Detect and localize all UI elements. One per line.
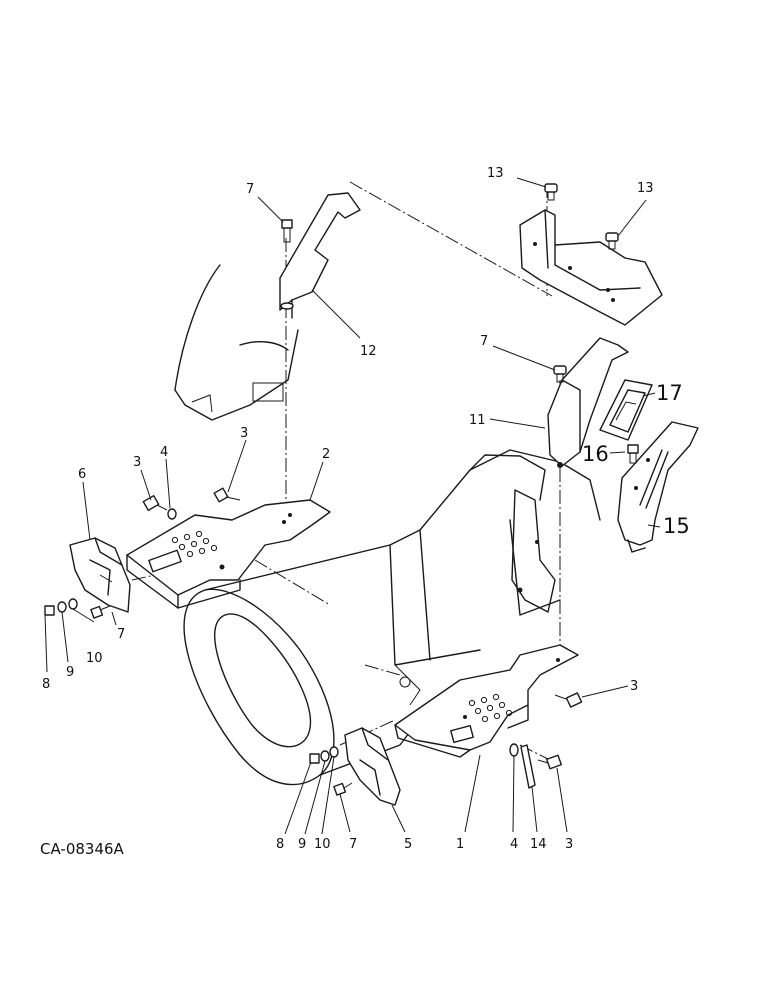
fender-silhouette: [174, 264, 299, 421]
plate-1-holes: [468, 693, 513, 723]
transmission-housing: [183, 449, 601, 786]
bracket-11: [547, 337, 629, 468]
shield-6: [69, 537, 131, 613]
callout-9-bottom: 9: [298, 837, 306, 852]
bolt-16: [627, 444, 639, 464]
callout-8-left: 8: [42, 677, 50, 692]
bracket-13: [519, 209, 663, 326]
plate-2-holes: [171, 530, 218, 558]
callout-3-b: 3: [133, 455, 141, 470]
bracket-15: [617, 421, 699, 553]
callout-8-bottom: 8: [276, 837, 284, 852]
bolt-3-right: [554, 692, 583, 708]
callout-10-bottom: 10: [314, 837, 331, 852]
callout-7-left: 7: [117, 627, 125, 642]
callout-12: 12: [360, 344, 377, 359]
link-14: [520, 744, 536, 789]
callout-3-bottom: 3: [565, 837, 573, 852]
bolt-3-bottom: [537, 754, 563, 770]
hardware-left-stack: [44, 598, 111, 619]
callout-5: 5: [404, 837, 412, 852]
step-plate-2: [126, 499, 331, 609]
callout-3-a: 3: [240, 426, 248, 441]
callout-17: 17: [656, 381, 683, 405]
callout-7-mid-right: 7: [480, 334, 488, 349]
callout-3-right: 3: [630, 679, 638, 694]
bolt-3-left: [142, 494, 168, 512]
fasteners: [44, 183, 639, 796]
callout-labels: 7 12 13 13 7 17 11 16 15 3 3 4 2 6 7 8 9…: [42, 166, 690, 852]
plate-17: [599, 379, 653, 441]
bolt-13-right: [605, 232, 619, 250]
bolt-7-mid-right: [553, 365, 567, 383]
bolt-13-left: [544, 183, 558, 201]
callout-6: 6: [78, 467, 86, 482]
callout-10-left: 10: [86, 651, 103, 666]
callout-15: 15: [663, 514, 690, 538]
callout-4-bottom: 4: [510, 837, 518, 852]
callout-14: 14: [530, 837, 547, 852]
callout-9-left: 9: [66, 665, 74, 680]
callout-11: 11: [469, 413, 486, 428]
step-plate-1: [394, 644, 579, 758]
callout-7-bottom: 7: [349, 837, 357, 852]
bolt-7-upper-left: [281, 219, 293, 243]
callout-4-top: 4: [160, 445, 168, 460]
bolt-3-upper: [213, 487, 241, 503]
washer-4-bottom: [509, 743, 519, 757]
leader-lines: [44, 177, 661, 835]
callout-7-upper-left: 7: [246, 182, 254, 197]
callout-2: 2: [322, 447, 330, 462]
callout-1: 1: [456, 837, 464, 852]
washer-4-top: [167, 508, 177, 520]
hardware-bottom-stack: [309, 746, 353, 796]
callout-13-left: 13: [487, 166, 504, 181]
callout-16: 16: [582, 442, 609, 466]
bracket-12: [279, 192, 361, 319]
callout-13-right: 13: [637, 181, 654, 196]
drawing-reference-code: CA-08346A: [40, 840, 125, 858]
shield-5: [344, 727, 401, 806]
